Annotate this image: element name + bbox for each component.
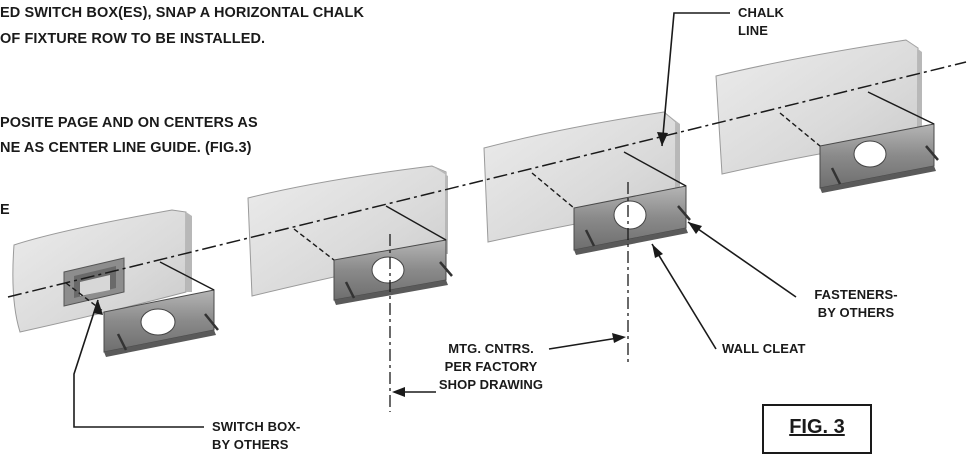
fasteners-label-1: FASTENERS- [814,287,898,302]
switch-box-label-2: BY OTHERS [212,437,289,452]
wall-cleat-3 [573,185,691,255]
figure-label: FIG. 3 [789,416,845,438]
chalk-line-label-1: CHALK [738,5,784,20]
instruction-line-1: ED SWITCH BOX(ES), SNAP A HORIZONTAL CHA… [0,5,365,21]
leader-lines [73,12,797,428]
figure-label-box: FIG. 3 [762,404,872,454]
wall-cleat-1 [103,289,219,357]
instruction-line-3: POSITE PAGE AND ON CENTERS AS [0,115,258,131]
mounting-center-lines [389,182,629,412]
switch-box [63,257,125,307]
instruction-line-2: OF FIXTURE ROW TO BE INSTALLED. [0,31,266,47]
projection-lines [65,91,935,313]
mtg-centers-label-3: SHOP DRAWING [438,377,544,392]
chalk-line [7,61,967,298]
mtg-centers-label-2: PER FACTORY [444,359,538,374]
arrowheads [93,132,702,397]
wall-panel-1 [12,209,192,333]
instruction-line-4: NE AS CENTER LINE GUIDE. (FIG.3) [0,140,252,156]
wall-cleat-label: WALL CLEAT [722,341,806,356]
wall-cleat-2 [333,239,453,305]
mtg-centers-label-1: MTG. CNTRS. [448,341,534,356]
wall-cleat-4 [819,123,939,193]
instruction-line-5: E [0,202,10,218]
switch-box-label-1: SWITCH BOX- [212,419,301,434]
chalk-line-label-2: LINE [738,23,769,38]
fasteners-label-2: BY OTHERS [817,305,895,320]
